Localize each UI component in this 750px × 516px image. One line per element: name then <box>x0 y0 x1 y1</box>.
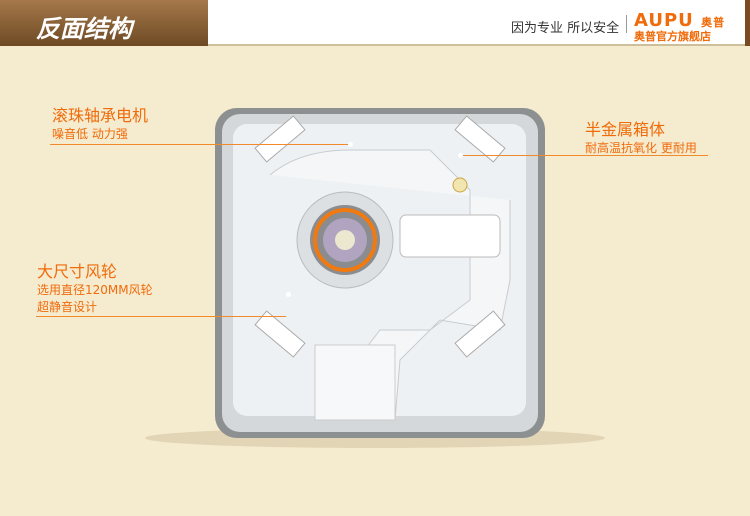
callout-line-case <box>462 155 708 156</box>
callout-dot <box>286 292 291 297</box>
edge-bar <box>745 0 750 46</box>
callout-line-wheel <box>36 316 286 317</box>
title-banner: 反面结构 <box>0 0 208 46</box>
callout-case: 半金属箱体 耐高温抗氧化 更耐用 <box>585 116 697 157</box>
callout-text: 耐高温抗氧化 更耐用 <box>585 141 697 155</box>
section-title: 反面结构 <box>36 15 132 43</box>
callout-text: 噪音低 动力强 <box>52 127 128 141</box>
callout-title: 半金属箱体 <box>585 120 666 139</box>
slogan: 因为专业 所以安全 <box>511 21 620 36</box>
callout-dot <box>348 142 353 147</box>
callout-dot <box>458 153 463 158</box>
brand-cn: 奥普 <box>701 16 726 29</box>
header-bar: 反面结构 因为专业 所以安全 AUPU 奥普 奥普官方旗舰店 <box>0 0 750 46</box>
callout-title: 滚珠轴承电机 <box>52 106 149 125</box>
callout-wheel: 大尺寸风轮 选用直径120MM风轮 超静音设计 <box>37 258 153 316</box>
brand-logo: AUPU 奥普 <box>634 10 725 31</box>
callout-text: 选用直径120MM风轮 <box>37 283 153 297</box>
divider <box>626 15 627 33</box>
brand-name: AUPU <box>634 10 694 31</box>
callout-title: 大尺寸风轮 <box>37 262 118 281</box>
callout-text: 超静音设计 <box>37 300 98 314</box>
store-name: 奥普官方旗舰店 <box>634 30 711 43</box>
callout-motor: 滚珠轴承电机 噪音低 动力强 <box>52 102 148 143</box>
callout-line-motor <box>50 144 350 145</box>
